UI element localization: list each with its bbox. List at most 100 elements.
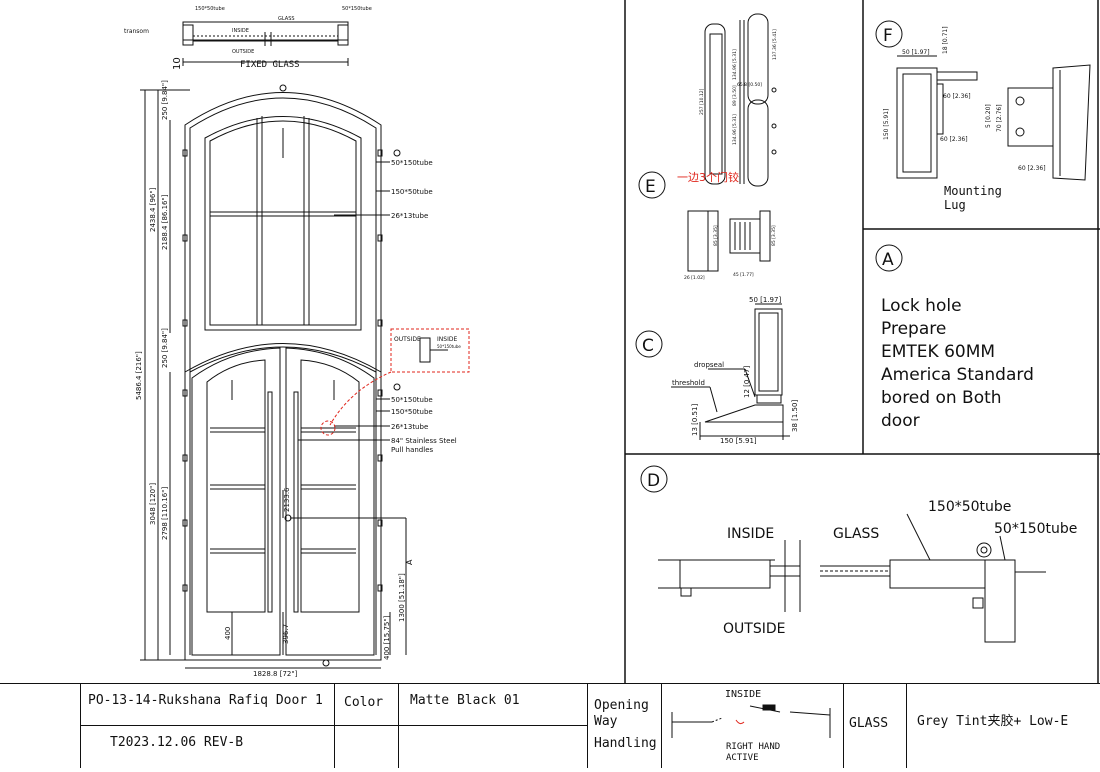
detail-e-note: 一边3个门铰 xyxy=(677,170,739,184)
dim-total-height: 5486.4 [216"] xyxy=(135,351,143,400)
detail-e-dim-4: 65.8 [0.50] xyxy=(737,82,762,88)
detail-c-letter: C xyxy=(642,336,654,356)
detail-d-letter: D xyxy=(647,471,660,491)
dim-bottom-rail-2: 396.7 xyxy=(282,624,290,644)
detail-e-badge xyxy=(638,171,666,199)
opening-hand-2: ACTIVE xyxy=(726,753,759,763)
detail-e-dim-8: 85 [3.35] xyxy=(771,225,777,246)
dim-door-height: 3048 [120"] xyxy=(149,483,157,525)
dim-10-label: 10 xyxy=(172,57,183,70)
transom-label: transom xyxy=(124,28,149,35)
callout-a-marker: A xyxy=(405,559,414,565)
left-door-leaf xyxy=(191,347,281,656)
detail-tube-label: 50*150tube xyxy=(437,344,461,349)
detail-f-dim-18: 18 [0.71] xyxy=(942,26,949,54)
label-26x13-upper: 26*13tube xyxy=(391,212,428,220)
detail-a-line-4: America Standard xyxy=(881,365,1034,385)
right-door-leaf xyxy=(285,347,375,656)
dim-transom-height: 2438.4 [96"] xyxy=(149,187,157,232)
detail-a-line-3: EMTEK 60MM xyxy=(881,342,995,362)
opening-inside: INSIDE xyxy=(725,689,762,700)
detail-a-letter: A xyxy=(882,250,894,270)
outside-label-top: OUTSIDE xyxy=(232,49,254,55)
detail-e-letter: E xyxy=(645,177,656,197)
tube-label-left: 150*50tube xyxy=(195,6,225,12)
opening-label-1: Opening xyxy=(594,698,649,713)
opening-way-diagram xyxy=(671,704,831,738)
detail-f-dim-70: 70 [2.76] xyxy=(996,104,1003,132)
glass-label: GLASS xyxy=(849,716,889,731)
detail-f-dim-50: 50 [1.97] xyxy=(902,49,930,56)
dim-handle-length: 2133.6 xyxy=(283,487,291,512)
detail-c: C 50 [1.97] dropseal threshold 12 [0.47]… xyxy=(635,296,799,445)
detail-d-badge xyxy=(640,465,668,493)
color-value: Matte Black 01 xyxy=(410,693,520,708)
detail-f-dim-60b: 60 [2.36] xyxy=(940,136,968,143)
tube-label-right: 50*150tube xyxy=(342,6,372,12)
detail-outside-label: OUTSIDE xyxy=(394,336,421,343)
pull-handle-left xyxy=(267,391,273,613)
detail-f-badge xyxy=(875,20,903,48)
detail-d-outside: OUTSIDE xyxy=(723,621,785,637)
inside-label-top: INSIDE xyxy=(232,28,249,34)
dim-arch-mid: 250 [9.84"] xyxy=(161,328,169,368)
label-pull-handles: Pull handles xyxy=(391,446,434,454)
opening-label-2: Way xyxy=(594,714,618,729)
detail-a-line-6: door xyxy=(881,411,920,431)
detail-f-caption-2: Lug xyxy=(944,198,966,212)
detail-e-dim-10: 45 [1.77] xyxy=(733,272,754,278)
label-150x50-upper: 150*50tube xyxy=(391,188,433,196)
dim-width: 1828.8 [72"] xyxy=(253,670,298,678)
label-stainless-handle: 84" Stainless Steel xyxy=(391,437,457,445)
revision: T2023.12.06 REV-B xyxy=(110,735,244,750)
detail-f-letter: F xyxy=(883,26,893,46)
detail-c-threshold: threshold xyxy=(672,379,705,387)
detail-d-glass: GLASS xyxy=(833,526,879,542)
detail-inside-label: INSIDE xyxy=(437,336,457,343)
lock-callout xyxy=(320,328,470,436)
opening-label-3: Handling xyxy=(594,736,657,751)
label-50x150-upper: 50*150tube xyxy=(391,159,433,167)
detail-f-caption-1: Mounting xyxy=(944,184,1002,198)
detail-d-tube-1: 150*50tube xyxy=(928,499,1011,515)
glass-value: Grey Tint夹胶+ Low-E xyxy=(917,714,1069,729)
detail-f: F 50 [1.97] 18 [0.71] 150 [5.91] 60 [2.3… xyxy=(875,20,1091,212)
detail-f-dim-150: 150 [5.91] xyxy=(883,109,890,140)
detail-d-tube-2: 50*150tube xyxy=(994,521,1077,537)
detail-a-badge xyxy=(875,244,903,272)
pull-handle-right xyxy=(293,391,299,613)
detail-a-line-1: Lock hole xyxy=(881,296,962,316)
glass-label-top: GLASS xyxy=(278,16,295,22)
top-plan-section: transom 150*50tube 50*150tube INSIDE GLA… xyxy=(124,6,372,70)
color-label: Color xyxy=(344,695,384,710)
detail-c-badge xyxy=(635,330,663,358)
transom-panel xyxy=(204,116,362,331)
detail-c-dim-150: 150 [5.91] xyxy=(720,437,757,445)
detail-e-dim-2: 134.96 [5.31] xyxy=(732,49,738,80)
detail-d: D INSIDE GLASS OUTSIDE 150*50tube xyxy=(640,465,1077,643)
label-150x50-lower: 150*50tube xyxy=(391,408,433,416)
detail-c-dim-12: 12 [0.47] xyxy=(743,366,751,398)
detail-c-dropseal: dropseal xyxy=(694,361,724,369)
detail-a-line-5: bored on Both xyxy=(881,388,1002,408)
detail-f-dim-5: 5 [0.20] xyxy=(985,104,992,128)
opening-hand-1: RIGHT HAND xyxy=(726,742,781,752)
detail-e-dim-5: 134.96 [5.31] xyxy=(732,114,738,145)
detail-a-line-2: Prepare xyxy=(881,319,946,339)
door-elevation xyxy=(140,84,407,669)
dim-door-inner: 2798 [110.16"] xyxy=(161,487,169,540)
title-block xyxy=(0,683,1100,769)
dim-handle-height: 1300 [51.18"] xyxy=(398,573,406,622)
detail-e-dim-7: 85 [3.35] xyxy=(713,225,719,246)
detail-f-dim-60c: 60 [2.36] xyxy=(1018,165,1046,172)
detail-e-dim-9: 26 [1.02] xyxy=(684,275,705,281)
detail-c-dim-38: 38 [1.50] xyxy=(791,400,799,432)
project-name: PO-13-14-Rukshana Rafiq Door 1 xyxy=(88,693,323,708)
fixed-glass-label: FIXED GLASS xyxy=(240,60,300,70)
dim-arch-top: 250 [9.84"] xyxy=(161,80,169,120)
detail-d-inside: INSIDE xyxy=(727,526,774,542)
outer-frame xyxy=(184,92,382,661)
dim-bottom-rail: 400 xyxy=(224,627,232,640)
